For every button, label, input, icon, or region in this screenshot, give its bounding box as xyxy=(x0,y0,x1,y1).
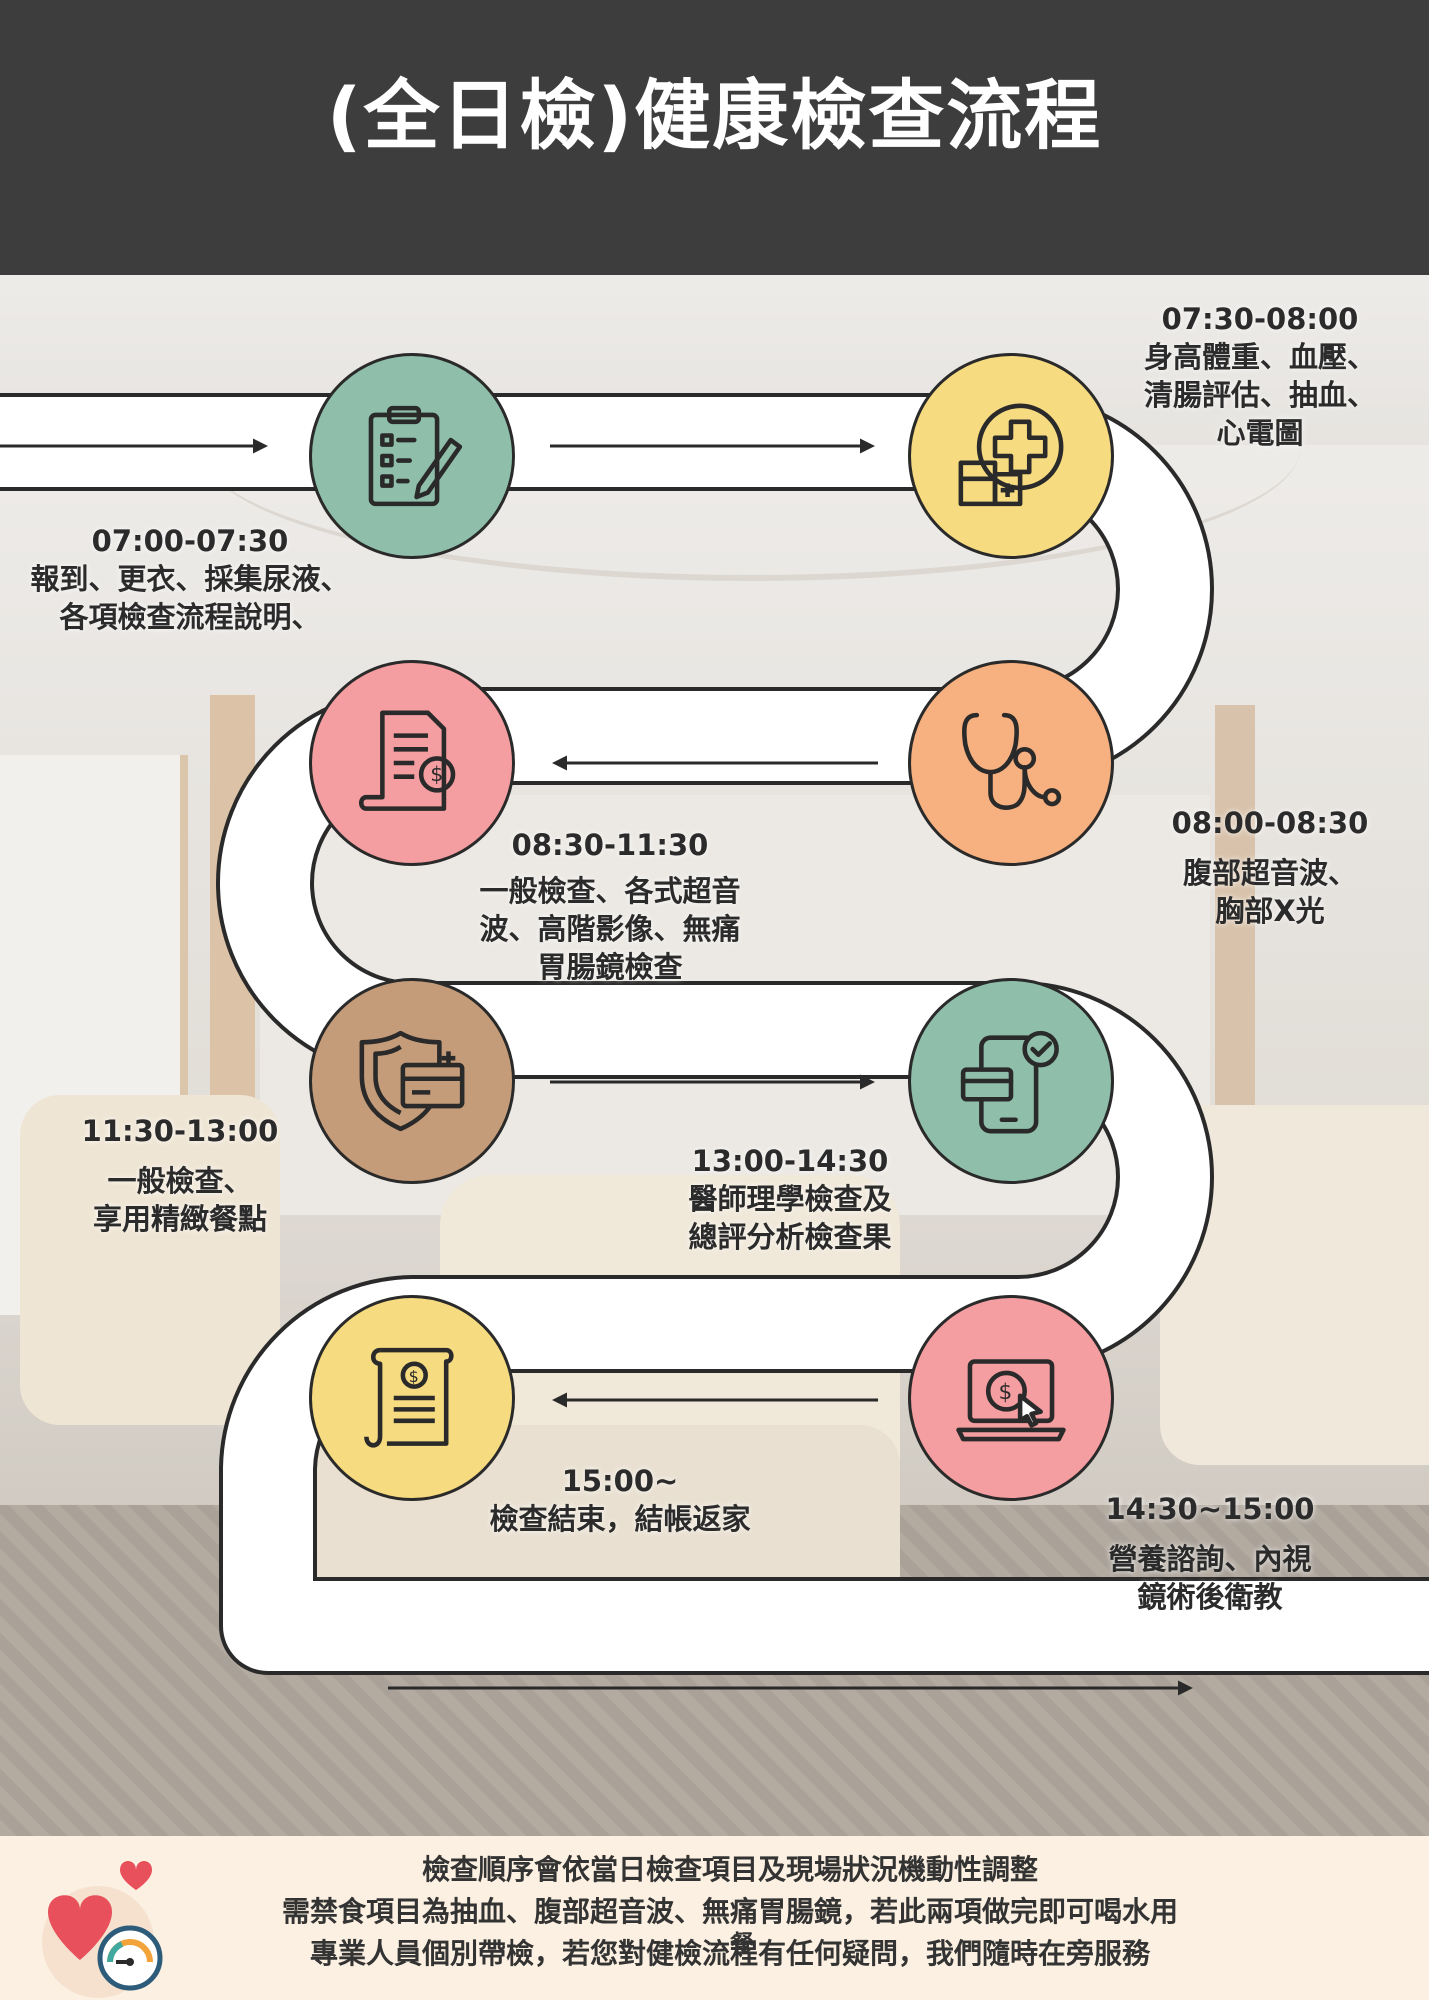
step-5-desc: 一般檢查、 享用精緻餐點 xyxy=(92,1164,267,1236)
step-5-circle xyxy=(309,978,515,1184)
step-6-desc: 醫師理學檢查及 總評分析檢查果 xyxy=(688,1182,892,1254)
step-3-text: 08:00-08:30 腹部超音波、 胸部X光 xyxy=(1130,804,1410,930)
step-7-time: 14:30~15:00 xyxy=(1105,1492,1315,1526)
svg-text:$: $ xyxy=(409,1367,419,1386)
step-3-desc: 腹部超音波、 胸部X光 xyxy=(1182,856,1357,928)
step-4-circle: $ xyxy=(309,660,515,866)
step-7-text: 14:30~15:00 營養諮詢、內視 鏡術後衛教 xyxy=(1070,1490,1350,1616)
note-line-3: 專業人員個別帶檢，若您對健檢流程有任何疑問，我們隨時在旁服務 xyxy=(309,1937,1150,1970)
step-7-circle: $ xyxy=(908,1295,1114,1501)
step-3-time: 08:00-08:30 xyxy=(1171,806,1369,840)
step-2-circle xyxy=(908,353,1114,559)
step-1-text: 07:00-07:30 報到、更衣、採集尿液、 各項檢查流程說明、 xyxy=(20,522,360,636)
footer-notes: 檢查順序會依當日檢查項目及現場狀況機動性調整 需禁食項目為抽血、腹部超音波、無痛… xyxy=(0,1836,1429,2000)
step-4-desc: 一般檢查、各式超音 波、高階影像、無痛 胃腸鏡檢查 xyxy=(479,874,741,984)
step-6-text: 13:00-14:30 醫師理學檢查及 總評分析檢查果 xyxy=(640,1142,940,1256)
note-overlap-char: 餐 xyxy=(730,1930,754,1958)
header-bar: (全日檢)健康檢查流程 xyxy=(0,0,1429,275)
step-2-text: 07:30-08:00 身高體重、血壓、 清腸評估、抽血、 心電圖 xyxy=(1110,300,1410,452)
ceiling-curve xyxy=(200,315,1300,581)
step-8-circle: $ xyxy=(309,1295,515,1501)
step-1-desc: 報到、更衣、採集尿液、 各項檢查流程說明、 xyxy=(30,562,350,634)
laptop-dollar-icon: $ xyxy=(956,1359,1066,1442)
invoice-dollar-icon: $ xyxy=(359,710,456,811)
step-2-time: 07:30-08:00 xyxy=(1161,302,1359,336)
step-8-text: 15:00~ 檢查結束，結帳返家 xyxy=(440,1462,800,1538)
sofa-left xyxy=(20,1095,280,1425)
note-line-2: 需禁食項目為抽血、腹部超音波、無痛胃腸鏡，若此兩項做完即可喝水用 xyxy=(281,1895,1178,1928)
step-2-desc: 身高體重、血壓、 清腸評估、抽血、 心電圖 xyxy=(1143,340,1376,450)
step-5-text: 11:30-13:00 一般檢查、 享用精緻餐點 xyxy=(60,1112,300,1238)
step-3-circle xyxy=(908,660,1114,866)
step-7-desc: 營養諮詢、內視 鏡術後衛教 xyxy=(1108,1542,1312,1614)
heart-gauge-icon xyxy=(42,1861,163,1998)
step-1-time: 07:00-07:30 xyxy=(91,524,289,558)
clipboard-checklist-icon xyxy=(368,405,463,507)
receipt-scroll-icon: $ xyxy=(364,1347,454,1448)
step-1-circle xyxy=(309,353,515,559)
note-line-1: 檢查順序會依當日檢查項目及現場狀況機動性調整 xyxy=(421,1853,1038,1886)
step-6-time: 13:00-14:30 xyxy=(691,1144,889,1178)
stethoscope-icon xyxy=(962,712,1062,810)
page-title: (全日檢)健康檢查流程 xyxy=(326,71,1103,160)
medical-cross-icon xyxy=(958,403,1064,507)
shield-card-icon xyxy=(359,1030,465,1132)
mobile-check-icon xyxy=(960,1030,1059,1134)
step-4-time: 08:30-11:30 xyxy=(511,828,709,862)
step-5-time: 11:30-13:00 xyxy=(81,1114,279,1148)
step-8-time: 15:00~ xyxy=(561,1464,679,1498)
step-8-desc: 檢查結束，結帳返家 xyxy=(489,1502,751,1536)
step-4-text: 08:30-11:30 一般檢查、各式超音 波、高階影像、無痛 胃腸鏡檢查 xyxy=(450,826,770,986)
svg-text:$: $ xyxy=(430,762,443,786)
svg-text:$: $ xyxy=(998,1380,1012,1405)
step-6-circle xyxy=(908,978,1114,1184)
